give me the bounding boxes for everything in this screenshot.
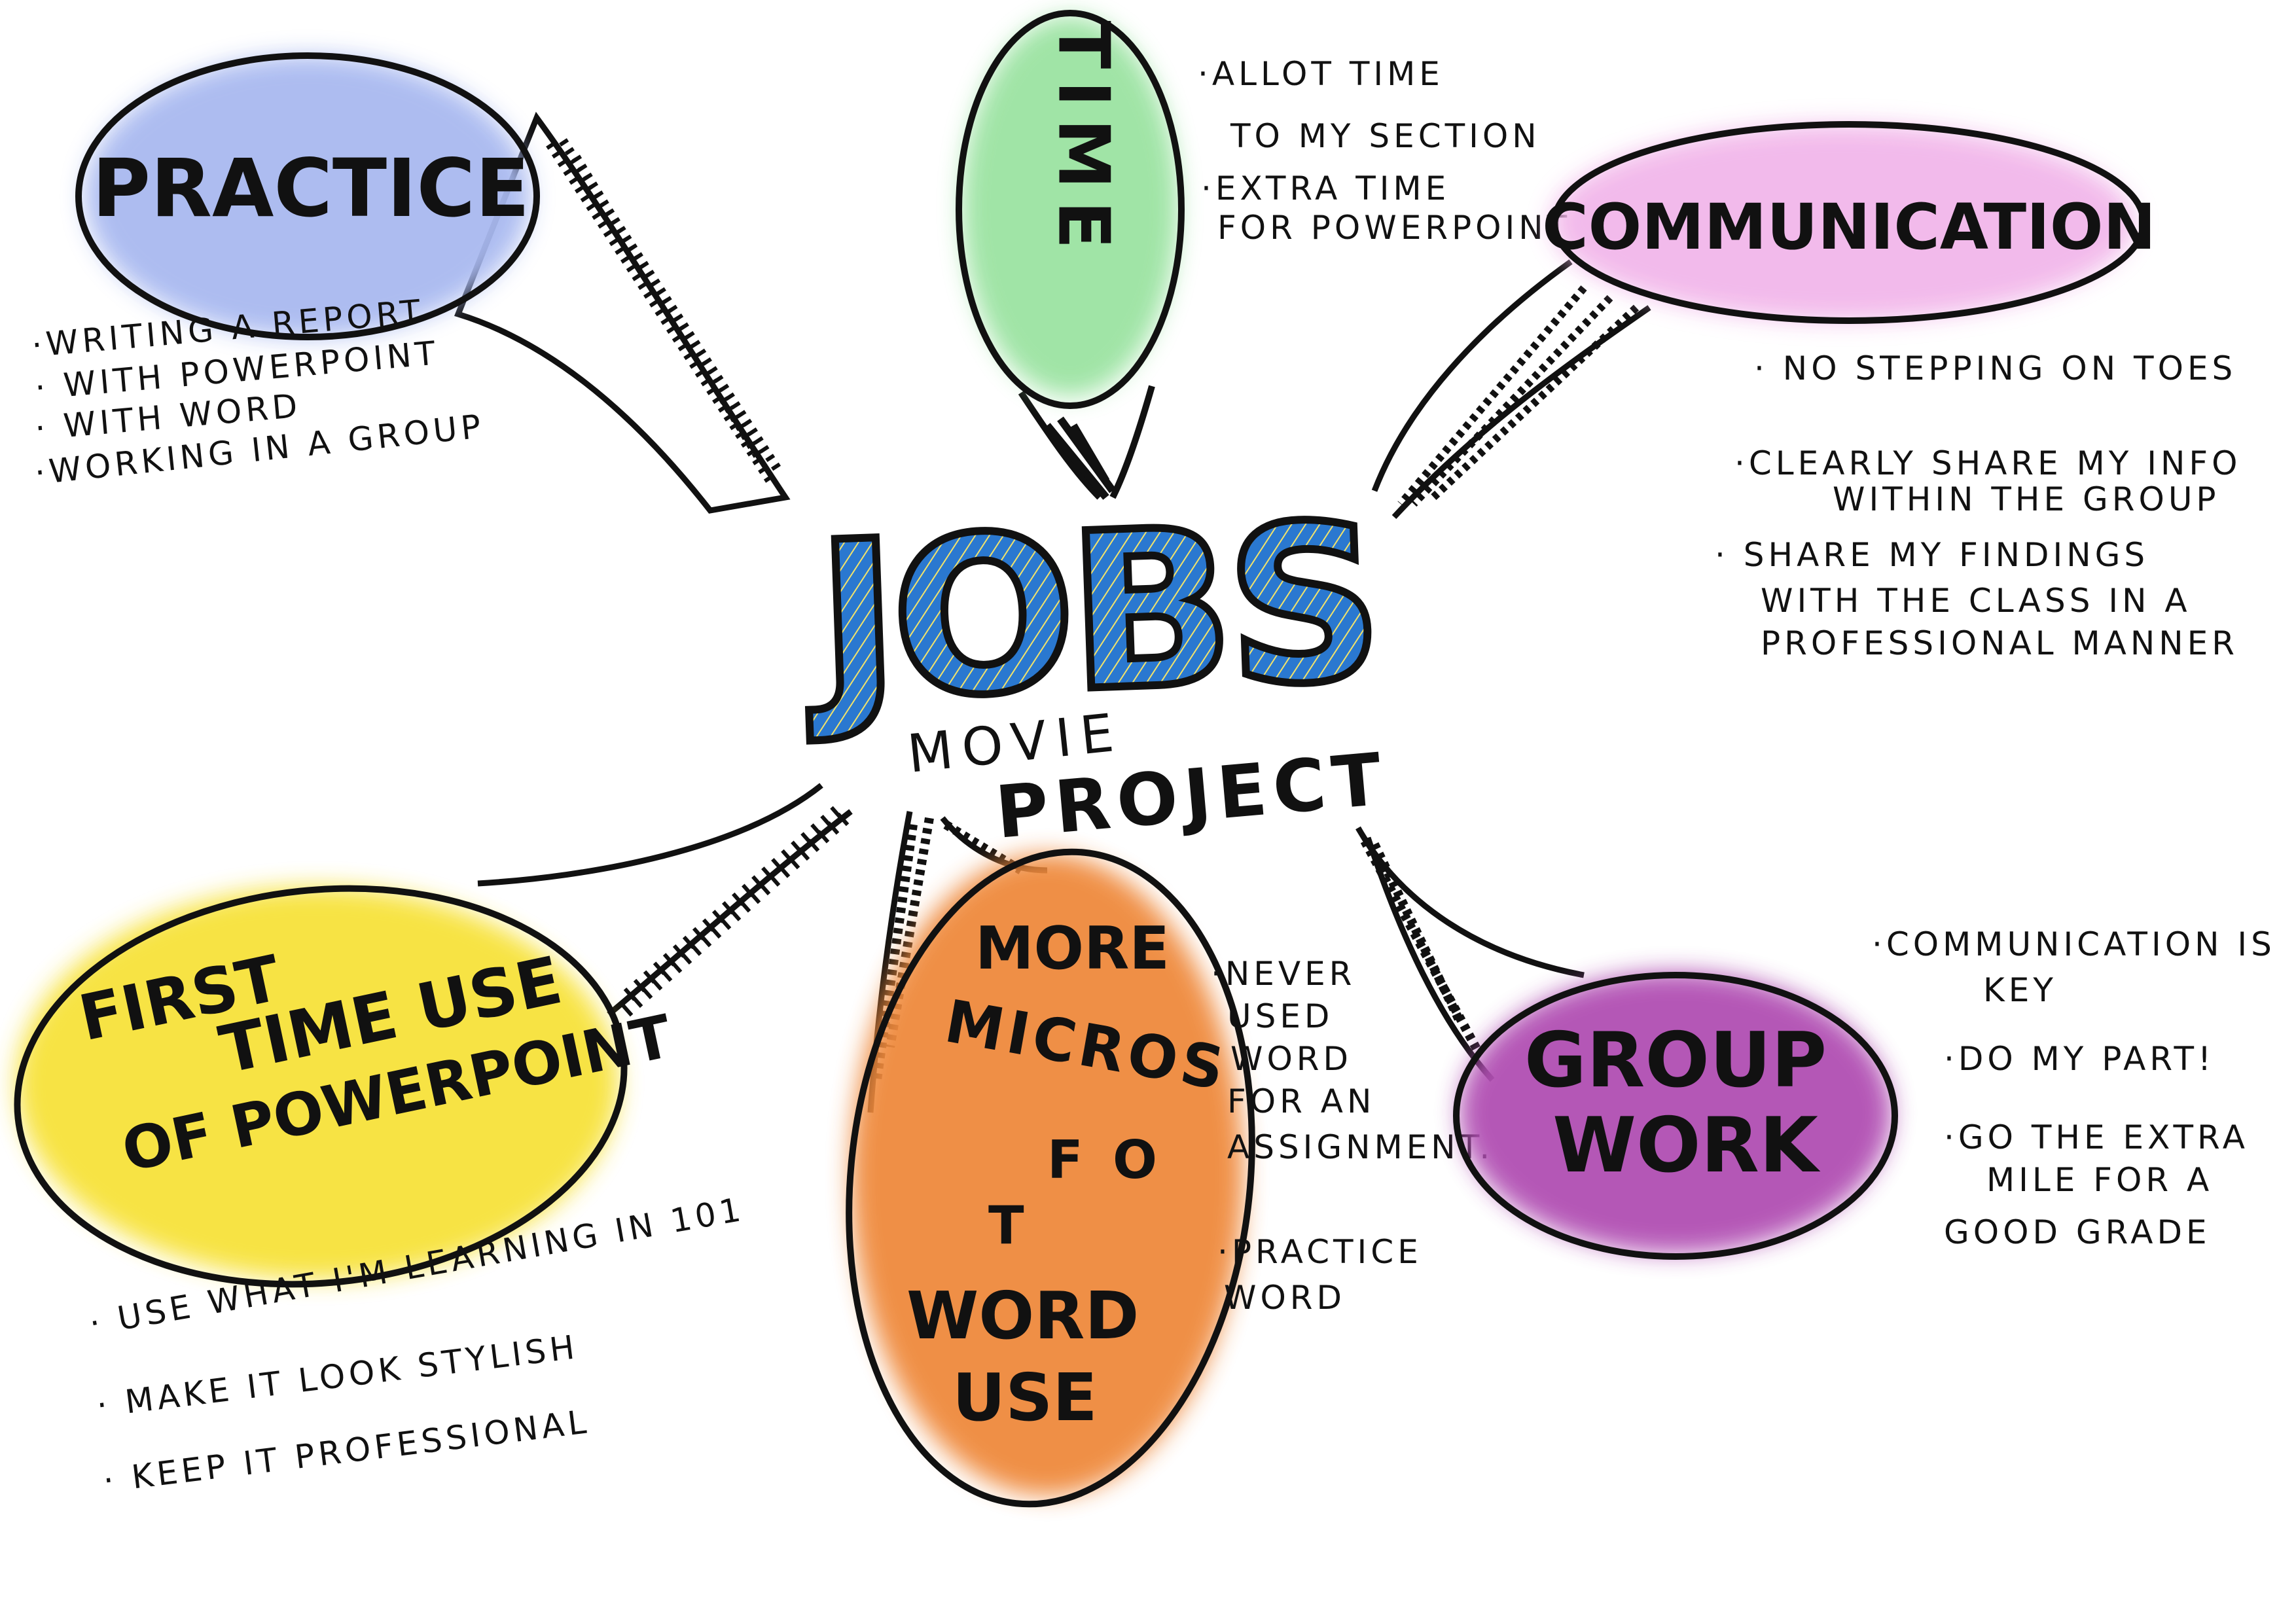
word-note-5: ASSIGNMENT. <box>1227 1128 1494 1166</box>
powerpoint-bubble <box>14 885 628 1288</box>
time-title: TIME <box>1043 20 1124 260</box>
powerpoint-connector-hatch <box>617 806 850 1020</box>
time-connector <box>1018 385 1155 500</box>
groupwork-bubble <box>1453 972 1898 1260</box>
time-note-4: FOR POWERPOINT <box>1217 209 1571 247</box>
powerpoint-bubble-glow <box>16 887 619 1279</box>
word-title-line4: F <box>1047 1130 1083 1190</box>
word-note-6: ·PRACTICE <box>1217 1233 1422 1271</box>
word-note-4: FOR AN <box>1227 1082 1375 1120</box>
word-title-line3: O <box>1113 1130 1157 1190</box>
communication-notes: · NO STEPPING ON TOES ·CLEARLY SHARE MY … <box>1715 349 2241 662</box>
powerpoint-note-3: · KEEP IT PROFESSIONAL <box>101 1402 592 1500</box>
time-connector-hatch <box>1044 416 1116 500</box>
time-bubble <box>956 10 1185 409</box>
groupwork-node: GROUP WORK ·COMMUNICATION IS KEY ·DO MY … <box>1355 826 2276 1260</box>
communication-note-3: WITHIN THE GROUP <box>1833 480 2220 518</box>
word-title-line7: USE <box>952 1359 1098 1436</box>
practice-node: PRACTICE ·WRITING A REPORT · WITH POWERP… <box>30 52 791 514</box>
word-title-line5: T <box>988 1195 1024 1256</box>
groupwork-note-2: KEY <box>1983 971 2057 1009</box>
practice-bubble-glow <box>85 56 530 337</box>
groupwork-note-3: ·DO MY PART! <box>1944 1040 2215 1078</box>
word-notes: ·NEVER USED WORD FOR AN ASSIGNMENT. ·PRA… <box>1211 955 1494 1317</box>
word-bubble <box>846 848 1255 1508</box>
communication-note-6: PROFESSIONAL MANNER <box>1761 624 2238 662</box>
time-notes: ·ALLOT TIME TO MY SECTION ·EXTRA TIME FO… <box>1198 55 1571 247</box>
groupwork-title-line2: WORK <box>1552 1101 1821 1190</box>
word-title-line1: MORE <box>975 914 1170 983</box>
communication-note-1: · NO STEPPING ON TOES <box>1754 349 2236 387</box>
groupwork-note-6: GOOD GRADE <box>1944 1213 2211 1251</box>
communication-bubble <box>1551 121 2147 324</box>
groupwork-bubble-glow <box>1460 972 1892 1253</box>
communication-title: COMMUNICATION <box>1542 190 2156 264</box>
word-note-2: USED <box>1227 997 1333 1035</box>
communication-note-5: WITH THE CLASS IN A <box>1761 582 2191 620</box>
groupwork-note-5: MILE FOR A <box>1986 1161 2213 1199</box>
communication-note-2: ·CLEARLY SHARE MY INFO <box>1734 444 2241 482</box>
practice-connector <box>454 111 791 514</box>
practice-title: PRACTICE <box>92 142 530 235</box>
practice-bubble <box>75 52 540 340</box>
groupwork-title-line1: GROUP <box>1524 1016 1827 1105</box>
time-bubble-glow <box>962 16 1178 396</box>
time-note-3: ·EXTRA TIME <box>1201 169 1450 207</box>
powerpoint-note-2: · MAKE IT LOOK STYLISH <box>94 1328 580 1425</box>
center-topic: JOBS MOVIE PROJECT <box>797 473 1391 855</box>
word-note-7: WORD <box>1224 1279 1346 1317</box>
center-title: JOBS <box>800 477 1380 748</box>
word-note-1: ·NEVER <box>1211 955 1355 993</box>
practice-connector-hatch <box>546 138 783 487</box>
word-node: MORE MICROS O F T WORD USE ·NEVER USED W… <box>846 811 1494 1508</box>
communication-bubble-glow <box>1551 124 2134 321</box>
communication-connector-hatch <box>1397 285 1640 507</box>
word-bubble-glow <box>851 854 1244 1495</box>
time-note-2: TO MY SECTION <box>1230 117 1541 155</box>
groupwork-notes: ·COMMUNICATION IS KEY ·DO MY PART! ·GO T… <box>1872 925 2276 1251</box>
groupwork-connector-hatch <box>1360 838 1484 1056</box>
powerpoint-node: FIRST TIME USE OF POWERPOINT · USE WHAT … <box>14 783 853 1500</box>
practice-notes: ·WRITING A REPORT · WITH POWERPOINT · WI… <box>30 293 486 492</box>
groupwork-note-4: ·GO THE EXTRA <box>1944 1118 2249 1156</box>
groupwork-note-1: ·COMMUNICATION IS <box>1872 925 2276 963</box>
time-note-1: ·ALLOT TIME <box>1198 55 1444 93</box>
word-title-line6: WORD <box>906 1277 1139 1354</box>
communication-note-4: · SHARE MY FINDINGS <box>1715 536 2149 574</box>
word-note-3: WORD <box>1230 1040 1352 1078</box>
communication-node: COMMUNICATION · NO STEPPING ON TOES ·CLE… <box>1371 121 2241 662</box>
time-node: TIME ·ALLOT TIME TO MY SECTION ·EXTRA TI… <box>956 10 1571 500</box>
